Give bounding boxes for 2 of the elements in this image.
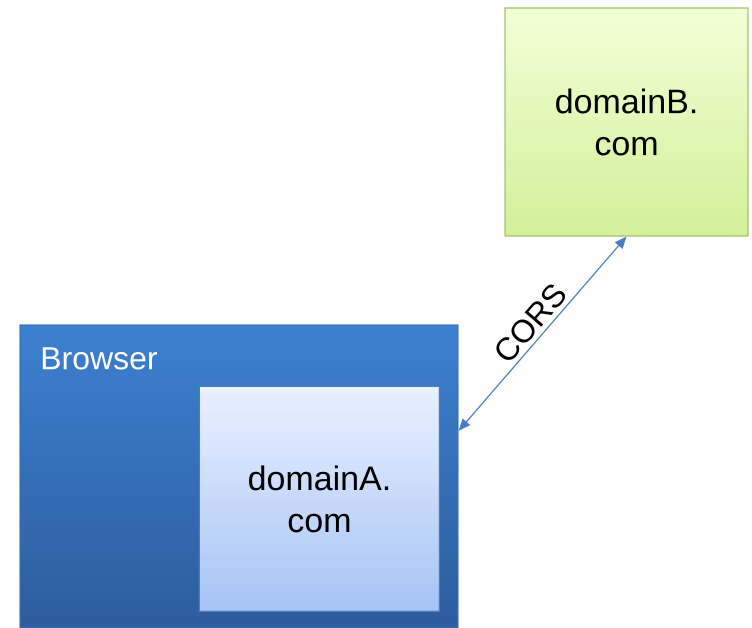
- domain-box: domainA. com: [198, 386, 440, 612]
- domain-box: domainB. com: [504, 7, 749, 237]
